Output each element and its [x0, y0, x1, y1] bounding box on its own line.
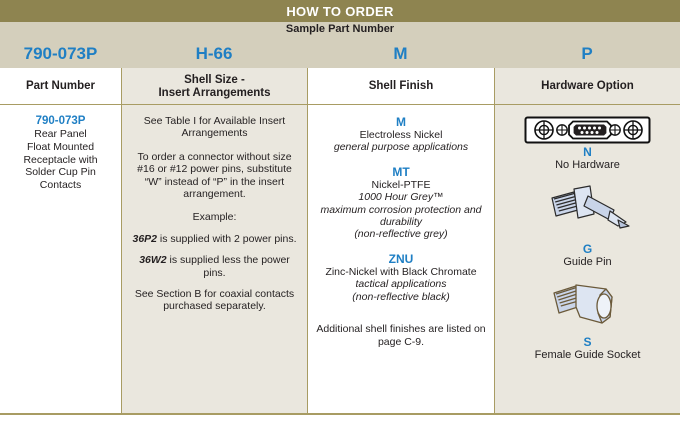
finish-note-mt: maximum corrosion protection and durabil…: [320, 203, 482, 229]
finish-name-m: Electroless Nickel: [359, 129, 443, 141]
sample-part-number-codes: 790-073P H-66 M P: [0, 40, 680, 68]
hardware-code-n: N: [583, 145, 592, 159]
column-header-shell-size-line1: Shell Size -: [184, 73, 245, 86]
finish-code-m: M: [396, 115, 406, 129]
finish-name-mt: Nickel-PTFE: [371, 178, 431, 191]
example-code-36w2: 36W2: [139, 254, 167, 267]
guide-pin-icon: [503, 180, 672, 242]
page-title: HOW TO ORDER: [0, 0, 680, 22]
finish-item-znu: ZNU Zinc-Nickel with Black Chromate tact…: [316, 252, 486, 303]
finish-note-m: general purpose applications: [333, 141, 469, 154]
part-number-description: Rear Panel Float Mounted Receptacle with…: [8, 128, 113, 191]
hardware-option-g: G Guide Pin: [503, 180, 672, 269]
example-text-36p2: is supplied with 2 power pins.: [157, 232, 297, 245]
example-text-36w2: is supplied less the power pins.: [166, 254, 290, 279]
sample-part-number-band: Sample Part Number 790-073P H-66 M P: [0, 22, 680, 68]
part-number-description-line: Float Mounted: [26, 141, 95, 153]
shell-size-substitution-note: To order a connector without size #16 or…: [137, 150, 292, 201]
hardware-name-s: Female Guide Socket: [534, 349, 641, 361]
finish-code-znu: ZNU: [388, 251, 414, 266]
hardware-code-s: S: [583, 335, 592, 349]
shell-size-example-label: Example:: [192, 211, 237, 224]
column-header-shell-finish: Shell Finish: [307, 68, 494, 105]
finish-name-znu: Zinc-Nickel with Black Chromate: [325, 265, 477, 278]
cell-hardware-option: N No Hardware: [494, 105, 680, 414]
hardware-code-g: G: [582, 242, 593, 256]
part-number-description-line: Rear Panel: [34, 128, 87, 141]
cell-shell-finish: M Electroless Nickel general purpose app…: [307, 105, 494, 414]
shell-size-example-w: 36W2 is supplied less the power pins.: [130, 254, 299, 279]
d-sub-connector-icon: [503, 115, 672, 145]
shell-size-note: See Table I for Available Insert Arrange…: [143, 115, 286, 140]
header-underline: [0, 104, 680, 105]
additional-finishes-note: Additional shell finishes are listed on …: [316, 323, 486, 348]
shell-size-example-p: 36P2 is supplied with 2 power pins.: [130, 233, 299, 245]
column-header-part-number: Part Number: [0, 68, 121, 105]
sample-part-number-label: Sample Part Number: [285, 23, 395, 35]
finish-note-znu: (non-reflective black): [352, 290, 450, 303]
sample-code-shell-finish: M: [393, 44, 408, 63]
table-bottom-rule: [0, 413, 680, 415]
column-header-row: Part Number Shell Size - Insert Arrangem…: [0, 68, 680, 105]
column-body-row: 790-073P Rear Panel Float Mounted Recept…: [0, 105, 680, 414]
finish-item-m: M Electroless Nickel general purpose app…: [316, 115, 486, 154]
cell-part-number: 790-073P Rear Panel Float Mounted Recept…: [0, 105, 121, 414]
column-header-shell-size: Shell Size - Insert Arrangements: [121, 68, 307, 105]
part-number-description-line: Receptacle with: [23, 153, 98, 166]
hardware-option-s: S Female Guide Socket: [503, 277, 672, 362]
finish-item-mt: MT Nickel-PTFE 1000 Hour Grey™ maximum c…: [316, 165, 486, 241]
sample-code-hardware-option: P: [581, 44, 593, 63]
part-number-description-line: Contacts: [39, 178, 82, 191]
part-number-description-line: Solder Cup Pin: [25, 166, 96, 179]
column-header-shell-size-line2: Insert Arrangements: [158, 86, 271, 99]
hardware-name-n: No Hardware: [555, 159, 620, 171]
shell-size-coax-note: See Section B for coaxial contacts purch…: [134, 288, 295, 313]
finish-note-znu: tactical applications: [355, 278, 447, 291]
sample-code-shell-size: H-66: [195, 44, 233, 63]
hardware-name-g: Guide Pin: [563, 256, 612, 268]
finish-code-mt: MT: [392, 164, 410, 179]
example-code-36p2: 36P2: [132, 232, 158, 245]
female-guide-socket-icon: [503, 277, 672, 335]
hardware-option-n: N No Hardware: [503, 115, 672, 172]
part-number-code: 790-073P: [35, 115, 86, 127]
column-header-hardware-option: Hardware Option: [494, 68, 680, 105]
finish-note-mt: 1000 Hour Grey™: [358, 191, 444, 204]
sample-code-part-number: 790-073P: [23, 44, 98, 63]
cell-shell-size: See Table I for Available Insert Arrange…: [121, 105, 307, 414]
finish-note-mt: (non-reflective grey): [354, 228, 448, 241]
